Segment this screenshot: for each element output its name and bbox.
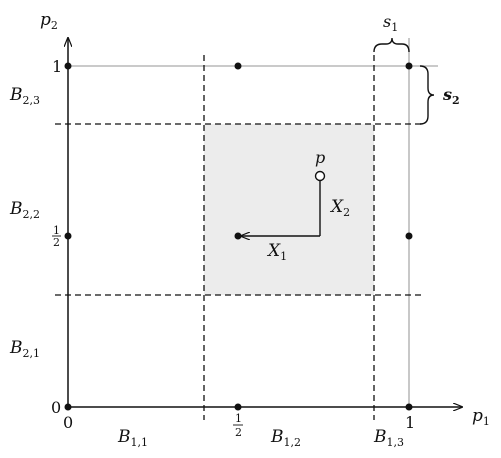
x-tick-1: 1 <box>405 413 415 432</box>
x-tick-half-den: 2 <box>235 426 242 439</box>
y-tick-1: 1 <box>52 57 62 76</box>
s1-label: s1 <box>383 12 398 34</box>
grid-point-1-1 <box>405 62 413 70</box>
y-axis-label: p2 <box>40 10 58 32</box>
x-tick-half-num: 1 <box>235 412 242 425</box>
grid-point-0-1 <box>64 62 72 70</box>
grid-point-half-1 <box>234 62 242 70</box>
grid-point-0-0 <box>64 403 72 411</box>
grid-point-half-half <box>234 232 242 240</box>
bin-label-y-1: B2,1 <box>9 338 40 360</box>
point-p-label: p <box>315 148 325 167</box>
x-axis-label: p1 <box>472 406 490 428</box>
center-bin-shade <box>204 124 374 295</box>
move-x2-label: X2 <box>329 197 350 219</box>
bin-label-x-2: B1,2 <box>270 427 301 449</box>
s2-brace <box>419 65 435 125</box>
point-p <box>314 170 326 182</box>
y-tick-0: 0 <box>51 398 61 417</box>
grid-point-1-0 <box>405 403 413 411</box>
bin-label-y-3: B2,3 <box>9 85 40 107</box>
move-x1-label: X1 <box>266 241 287 263</box>
x-tick-0: 0 <box>63 413 73 432</box>
bin-label-y-2: B2,2 <box>9 199 40 221</box>
bin-label-x-1: B1,1 <box>117 427 148 449</box>
grid-point-half-0 <box>234 403 242 411</box>
grid-point-0-half <box>64 232 72 240</box>
s2-label: s2 <box>442 85 460 107</box>
grid-point-1-half <box>405 232 413 240</box>
s1-brace <box>373 37 410 53</box>
y-tick-half-num: 1 <box>53 224 60 237</box>
y-tick-half-den: 2 <box>53 236 60 249</box>
bin-label-x-3: B1,3 <box>373 427 404 449</box>
